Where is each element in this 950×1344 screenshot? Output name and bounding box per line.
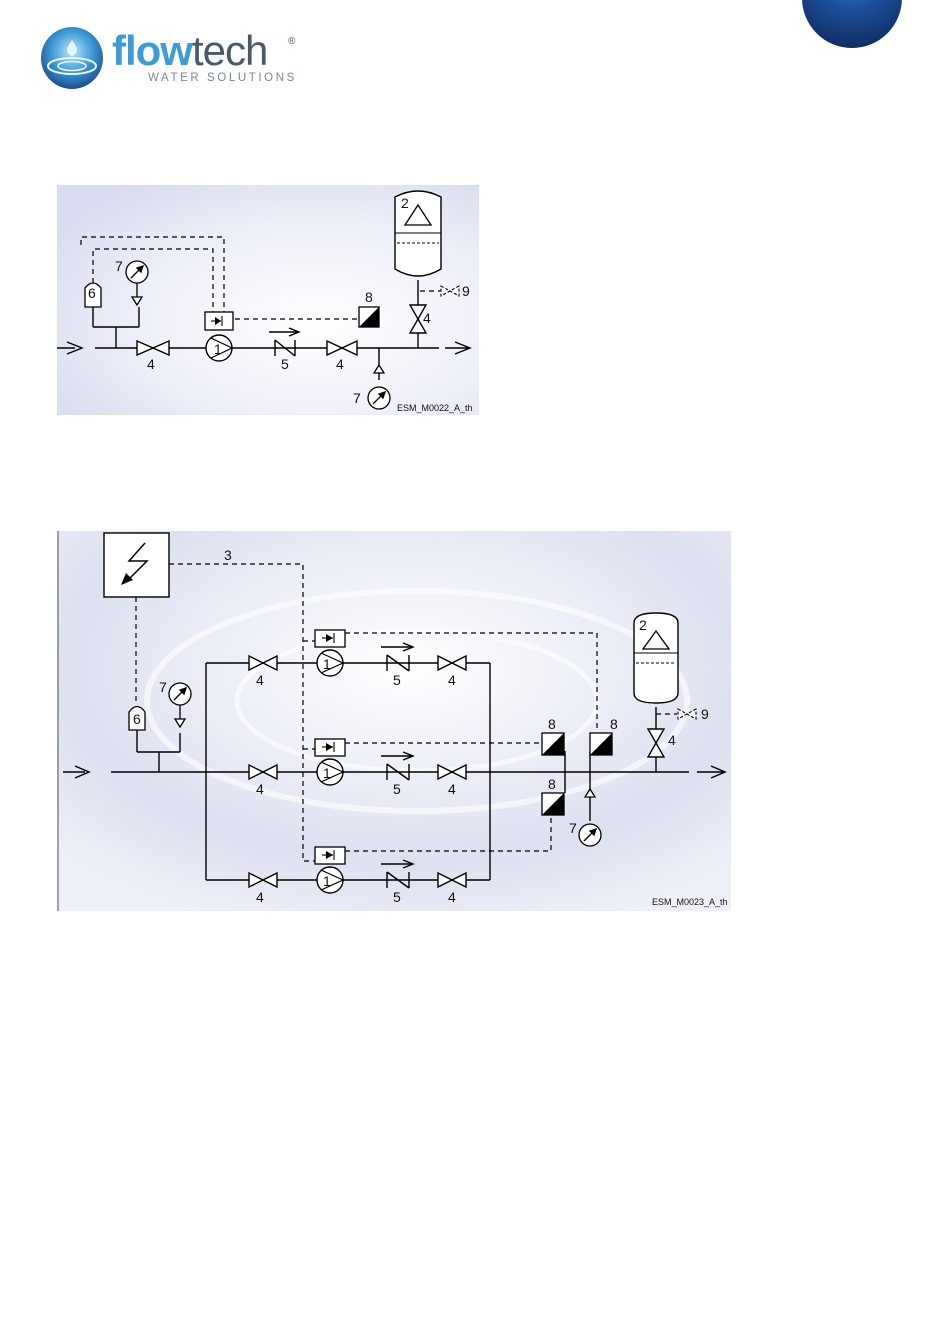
water-drop-logo-icon [40, 26, 104, 90]
label-pump-1: 1 [323, 656, 331, 672]
sensor-a-icon [542, 733, 564, 755]
control-panel-icon [104, 533, 169, 597]
label-valve-in-3: 4 [256, 889, 264, 905]
label-pump-3: 1 [323, 873, 331, 889]
label-pressure-switch: 6 [133, 711, 141, 727]
label-check-2: 5 [393, 781, 401, 797]
brand-tagline: WATER SOLUTIONS [148, 72, 297, 84]
label-sensor-a: 8 [548, 716, 556, 732]
label-gauge-left: 7 [159, 679, 167, 695]
label-sensor: 8 [365, 289, 373, 305]
label-valve-tank: 4 [668, 732, 676, 748]
label-valve-left: 4 [147, 356, 155, 372]
pressure-sensor-icon [359, 307, 379, 327]
brand-part-tech: tech [192, 27, 267, 74]
label-check-1: 5 [393, 672, 401, 688]
label-valve-tank: 4 [423, 310, 431, 326]
label-pressure-switch: 6 [88, 285, 96, 301]
label-sensor-c: 8 [548, 776, 556, 792]
label-valve-in-1: 4 [256, 672, 264, 688]
label-pump: 1 [214, 341, 222, 357]
label-valve-out-1: 4 [448, 672, 456, 688]
label-check-3: 5 [393, 889, 401, 905]
brand-logo: flowtech ® WATER SOLUTIONS [40, 26, 310, 94]
multi-pump-schematic: 1 1 1 2 3 4 4 4 4 4 4 4 5 5 5 6 7 7 8 8 … [57, 531, 731, 911]
label-valve-in-2: 4 [256, 781, 264, 797]
brand-wordmark: flowtech [112, 28, 267, 74]
registered-mark: ® [288, 36, 295, 47]
label-check-valve: 5 [281, 356, 289, 372]
label-gauge-bottom: 7 [353, 390, 361, 406]
diagram-code: ESM_M0022_A_th [397, 403, 473, 413]
diagram-code: ESM_M0023_A_th [652, 897, 728, 907]
label-drain: 9 [701, 706, 709, 722]
label-tank: 2 [401, 195, 409, 211]
label-control-line: 3 [224, 547, 232, 563]
sensor-b-icon [590, 733, 612, 755]
label-valve-out-2: 4 [448, 781, 456, 797]
label-gauge-right: 7 [569, 820, 577, 836]
corner-decoration [802, 0, 902, 48]
label-sensor-b: 8 [610, 716, 618, 732]
label-drain: 9 [462, 283, 470, 299]
label-valve-mid: 4 [336, 356, 344, 372]
sensor-c-icon [542, 793, 564, 815]
label-pump-2: 1 [323, 765, 331, 781]
label-valve-out-3: 4 [448, 889, 456, 905]
label-gauge-top: 7 [115, 258, 123, 274]
single-pump-schematic: 1 2 4 4 4 5 6 7 7 8 9 ESM_M0022_A_th [57, 185, 479, 415]
brand-part-flow: flow [112, 27, 192, 74]
label-tank: 2 [639, 617, 647, 633]
